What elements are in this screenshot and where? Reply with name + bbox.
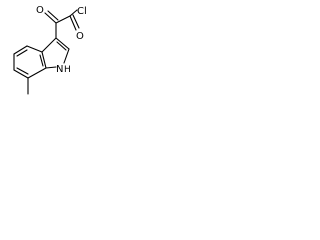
bond-c7a-c3a-inner [39,54,44,67]
bond-c10-c11 [55,15,71,24]
bond-c3-c2-1 [55,37,70,50]
bond-c11-o-double-1 [69,15,77,31]
bond-c11-cl [69,9,78,17]
nitrogen-hydrogen-label: H [64,65,71,75]
chemical-structure-diagram: O Cl O N H [13,5,87,95]
chlorine-label: Cl [77,6,87,17]
bond-c6-c7-inner [16,67,29,75]
atom-labels: O Cl O N H [36,5,87,75]
bond-c10-o-top-double-1 [44,12,57,24]
bond-n1-c7a [45,66,57,69]
bond-c11-o-double-2 [72,14,80,29]
bond-c7a-c3a [41,51,47,69]
bond-c3a-c3 [41,37,57,53]
bond-c2-n1 [63,48,70,64]
carbonyl-oxygen-label: O [36,5,44,16]
bond-c10-o-top-double-2 [47,10,59,21]
bond-c4-c5-inner [16,49,28,57]
bond-c3a-c4 [26,45,43,53]
bond-c6-c7 [13,69,29,79]
nitrogen-label: N [56,64,63,75]
bond-c4-c5 [13,45,28,55]
acyl-oxygen-label: O [76,31,84,42]
bond-c7-c7a [27,67,47,79]
side-chain-bonds [44,9,80,39]
bond-c3-c2-2 [56,41,67,51]
benzene-ring-bonds [13,45,47,95]
pyrrole-ring-bonds [41,37,70,69]
